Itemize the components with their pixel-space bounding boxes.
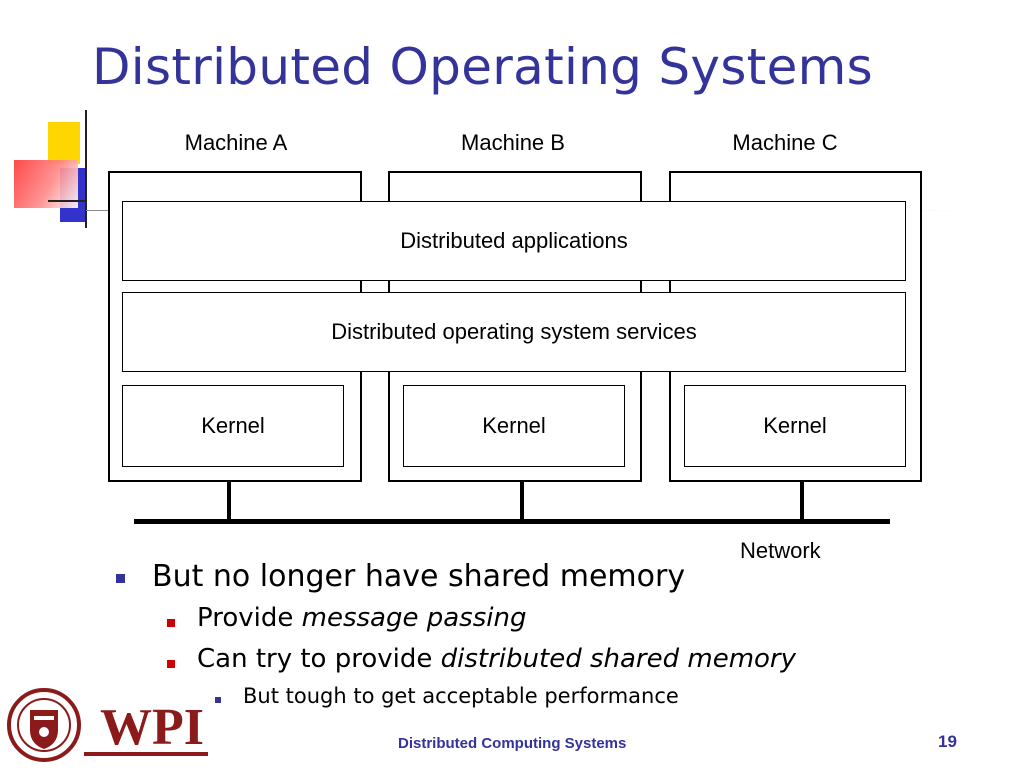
machine-a-label: Machine A [184, 130, 288, 155]
bullet-marker [167, 619, 175, 627]
bullet-emphasis: distributed shared memory [440, 644, 797, 674]
kernel-b-label: Kernel [482, 413, 546, 438]
bullet-text: Provide [197, 603, 302, 633]
decor-horizontal-line [48, 200, 86, 202]
bullet-level1: But no longer have shared memory [152, 559, 686, 594]
decor-vertical-line [85, 110, 87, 228]
bullet-marker [215, 697, 221, 703]
os-services-layer-label: Distributed operating system services [331, 319, 697, 344]
kernel-a-label: Kernel [201, 413, 265, 438]
slide-title: Distributed Operating Systems [92, 38, 873, 96]
footer-course-title: Distributed Computing Systems [398, 735, 627, 752]
bullet-marker [116, 574, 125, 583]
decor-yellow-square [48, 122, 80, 164]
network-bus [134, 519, 890, 524]
kernel-a: Kernel [122, 385, 344, 467]
wpi-logo-wordmark: WPI [100, 699, 204, 756]
network-drop-a [227, 482, 231, 522]
network-drop-c [800, 482, 804, 522]
kernel-b: Kernel [403, 385, 625, 467]
machine-c-label: Machine C [732, 130, 838, 155]
bullet-text: Can try to provide [197, 644, 441, 674]
bullet-marker [167, 660, 175, 668]
os-services-layer: Distributed operating system services [122, 292, 906, 372]
kernel-c-label: Kernel [763, 413, 827, 438]
bullet-dsm: Can try to provide distributed shared me… [197, 644, 796, 674]
applications-layer-label: Distributed applications [400, 228, 628, 253]
bullet-message-passing: Provide message passing [197, 603, 526, 633]
kernel-c: Kernel [684, 385, 906, 467]
bullet-level3: But tough to get acceptable performance [243, 684, 679, 708]
machine-b-label: Machine B [461, 130, 565, 155]
network-label: Network [740, 538, 821, 563]
network-drop-b [520, 482, 524, 522]
page-number: 19 [938, 732, 957, 751]
bullet-emphasis: message passing [301, 603, 527, 633]
applications-layer: Distributed applications [122, 201, 906, 281]
wpi-logo: WPI [7, 688, 208, 762]
